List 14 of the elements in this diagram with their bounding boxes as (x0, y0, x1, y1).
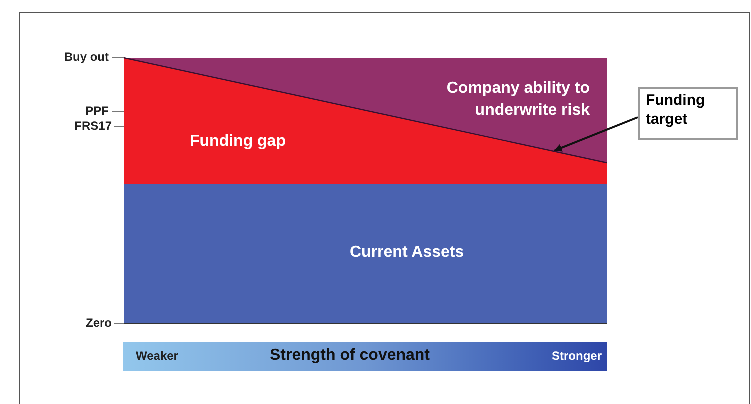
scale-title: Strength of covenant (270, 347, 430, 365)
axis-label: Zero (86, 316, 112, 330)
axis-label: FRS17 (74, 119, 112, 133)
current-assets-region (124, 184, 607, 324)
callout-box: Funding target (638, 87, 738, 140)
funding-gap-region (124, 58, 607, 184)
axis-label: Buy out (64, 50, 109, 64)
region-label: Current Assets (350, 243, 464, 263)
region-label: Funding gap (190, 132, 286, 152)
scale-label: Stronger (552, 349, 602, 363)
leader-arrow (554, 116, 638, 152)
region-label: Company ability to underwrite risk (446, 79, 590, 121)
axis-label: PPF (86, 104, 109, 118)
scale-label: Weaker (136, 349, 178, 363)
